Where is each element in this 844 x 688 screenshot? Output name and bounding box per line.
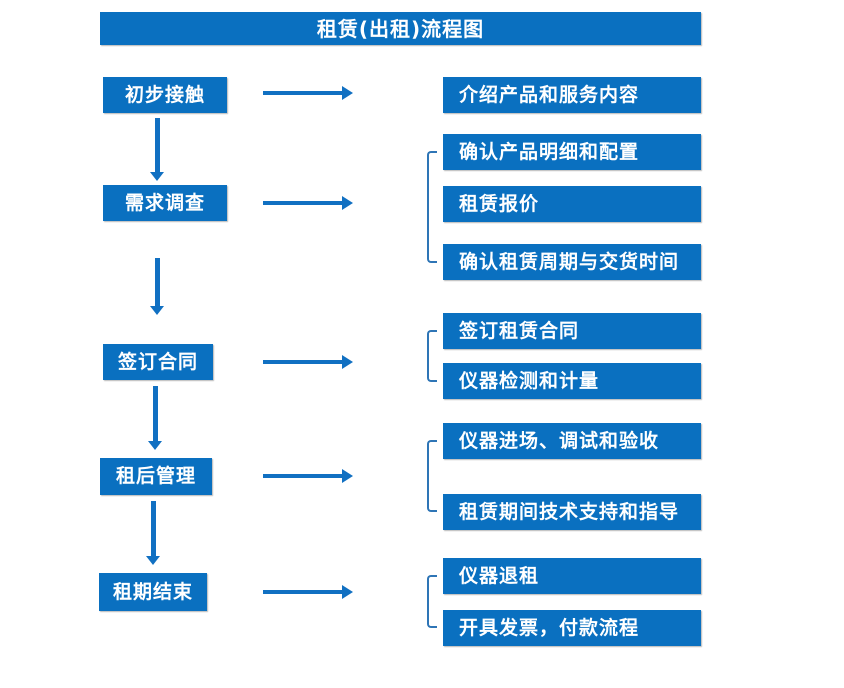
right-arrow-head-icon [342,355,353,369]
output-box-instrument-return: 仪器退租 [443,558,701,594]
bracket-group-3 [427,330,437,382]
output-box-instrument-testing: 仪器检测和计量 [443,363,701,399]
step-box-post-rental-management: 租后管理 [100,458,212,495]
output-box-instrument-installation: 仪器进场、调试和验收 [443,423,701,459]
down-arrow-shaft [152,386,158,442]
down-arrow-head-icon [146,556,160,565]
output-box-technical-support: 租赁期间技术支持和指导 [443,494,701,530]
down-arrow-1 [150,118,164,181]
down-arrow-head-icon [150,172,164,181]
right-arrow-3 [263,354,353,370]
right-arrow-1 [263,85,353,101]
down-arrow-shaft [154,258,160,307]
down-arrow-2 [150,258,164,315]
right-arrow-5 [263,584,353,600]
down-arrow-shaft [150,501,156,557]
right-arrow-shaft [263,201,343,205]
right-arrow-4 [263,468,353,484]
down-arrow-head-icon [150,306,164,315]
right-arrow-shaft [263,360,343,364]
step-box-lease-end: 租期结束 [99,573,207,611]
flowchart-title: 租赁(出租)流程图 [100,12,701,45]
down-arrow-4 [146,501,160,565]
output-box-introduce-products-services: 介绍产品和服务内容 [443,77,701,113]
down-arrow-shaft [154,118,160,173]
right-arrow-shaft [263,590,343,594]
right-arrow-head-icon [342,196,353,210]
down-arrow-head-icon [148,441,162,450]
output-box-sign-rental-contract: 签订租赁合同 [443,313,701,349]
right-arrow-shaft [263,474,343,478]
output-box-confirm-product-details: 确认产品明细和配置 [443,134,701,170]
output-box-rental-quote: 租赁报价 [443,186,701,222]
right-arrow-head-icon [342,86,353,100]
bracket-group-4 [427,440,437,512]
bracket-group-2 [427,151,437,263]
right-arrow-2 [263,195,353,211]
step-box-sign-contract: 签订合同 [103,344,213,380]
down-arrow-3 [148,386,162,450]
right-arrow-head-icon [342,585,353,599]
step-box-demand-survey: 需求调查 [103,185,227,221]
bracket-group-5 [427,575,437,628]
right-arrow-shaft [263,91,343,95]
right-arrow-head-icon [342,469,353,483]
output-box-confirm-rental-period: 确认租赁周期与交货时间 [443,244,701,280]
step-box-initial-contact: 初步接触 [103,77,227,113]
output-box-invoice-payment: 开具发票，付款流程 [443,610,701,646]
